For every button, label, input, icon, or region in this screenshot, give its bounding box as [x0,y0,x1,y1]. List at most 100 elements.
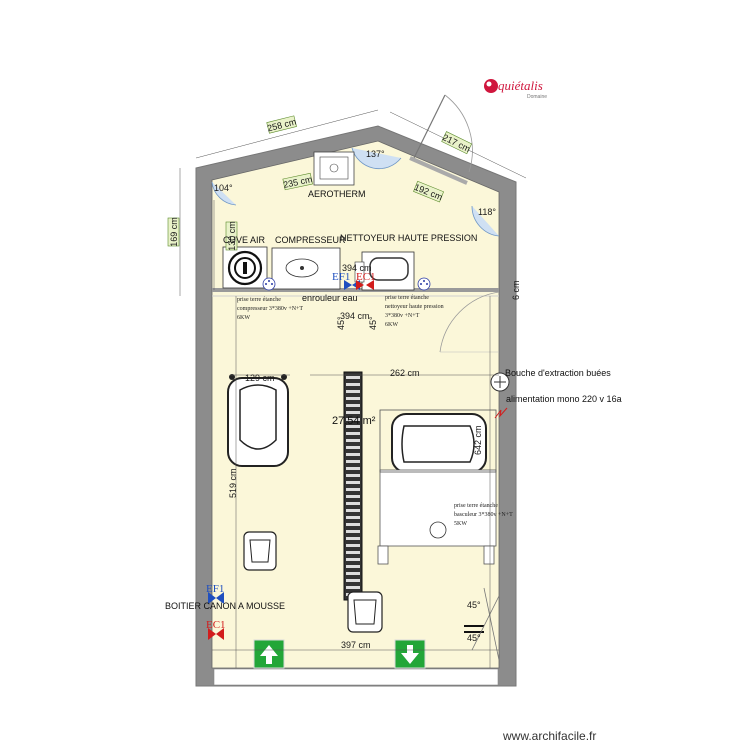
angle-markers [211,147,500,237]
svg-text:prise terre étanche: prise terre étanche [454,503,498,509]
ef1-bottom-label: EF1 [206,583,224,595]
socket-text-2: prise terre étanche nettoyeur haute pres… [385,295,444,328]
conveyor-chain [343,371,363,601]
quietalis-logo: quiétalis Domaine [484,78,547,100]
chain-link [346,488,360,491]
socket-text-3: prise terre étanche basculeur 3*380v +N+… [454,503,513,527]
chain-link [346,537,360,540]
chain-link [346,411,360,414]
dim-394-top: 394 cm [342,263,372,273]
small-seat-bottom [347,591,383,633]
chain-link [346,432,360,435]
electric-bolt-icon [494,407,508,419]
watermark-text: www.archifacile.fr [502,729,596,743]
svg-text:prise terre étanche: prise terre étanche [385,295,429,301]
dim-6: 6 cm [511,280,521,300]
dimension-lines [179,109,527,668]
angle-45-c: 45° [467,600,481,610]
dim-169: 169 cm [167,217,180,247]
chain-link [346,481,360,484]
dim-262: 262 cm [390,368,420,378]
svg-text:258 cm: 258 cm [266,117,297,134]
svg-text:5KW: 5KW [454,521,467,527]
chain-link [346,509,360,512]
svg-text:basculeur 3*380v +N+T: basculeur 3*380v +N+T [454,512,513,518]
svg-text:compresseur 3*380v +N+T: compresseur 3*380v +N+T [237,306,303,312]
tub-right [391,413,487,473]
small-seat-left [243,531,277,571]
door-right-side [439,291,500,353]
svg-text:prise terre étanche: prise terre étanche [237,297,281,303]
chain-link [346,446,360,449]
nettoyeur-unit [354,251,415,291]
chain-link [346,383,360,386]
extraction-vent-icon [490,372,510,392]
chain-link [346,474,360,477]
svg-text:6KW: 6KW [385,322,398,328]
chain-link [346,376,360,379]
dim-217: 217 cm [441,131,473,155]
cuve-air-tank [222,246,268,289]
cuve-air-label: CUVE AIR [223,235,266,245]
dim-129: 129 cm [245,373,275,383]
socket-text-1: prise terre étanche compresseur 3*380v +… [237,297,303,321]
chain-link [346,502,360,505]
dim-519: 519 cm [228,468,238,498]
chain-link [346,439,360,442]
chain-link [346,467,360,470]
ef1-top-label: EF1 [332,271,350,283]
ec1-bottom-label: EC1 [206,619,226,631]
svg-text:quiétalis: quiétalis [498,78,543,93]
chain-link [346,579,360,582]
dim-235: 235 cm [282,172,313,191]
compresseur-label: COMPRESSEUR [275,235,346,245]
aerotherm-label: AEROTHERM [308,189,366,199]
dim-394-bottom: 394 cm [340,311,370,321]
chain-link [346,390,360,393]
chain-link [346,572,360,575]
angle-45-b: 45° [368,316,378,330]
exit-sign-down [394,639,426,669]
room-area: 27,54 m² [332,415,376,427]
svg-text:Domaine: Domaine [527,94,547,100]
door-top-right [409,94,473,185]
aerotherm-unit [313,151,355,186]
chain-link [346,523,360,526]
angle-137: 137° [366,149,385,159]
chain-link [346,453,360,456]
angle-104: 104° [214,183,233,193]
extraction-label: Bouche d'extraction buées [505,368,611,378]
angle-45-a: 45° [336,316,346,330]
chain-link [346,586,360,589]
basculeur-frame [377,409,497,565]
enrouleur-label: enrouleur eau [302,293,358,303]
ec1-top-label: EC1 [356,271,376,283]
dim-642: 642 cm [473,425,483,455]
svg-text:130 cm: 130 cm [227,221,237,251]
dim-397: 397 cm [341,640,371,650]
chain-link [346,530,360,533]
dim-130: 130 cm [225,221,238,251]
svg-text:nettoyeur haute pression: nettoyeur haute pression [385,304,444,310]
chain-link [346,544,360,547]
chain-link [346,460,360,463]
chain-link [346,558,360,561]
chain-link [346,516,360,519]
chain-link [346,397,360,400]
chain-link [346,404,360,407]
tub-left [227,374,289,467]
svg-text:6KW: 6KW [237,315,250,321]
svg-text:169 cm: 169 cm [169,217,179,247]
nettoyeur-label: NETTOYEUR HAUTE PRESSION [340,233,477,243]
alimentation-label: alimentation mono 220 v 16a [506,394,622,404]
exit-sign-up [253,639,285,669]
chain-link [346,425,360,428]
valves-top [344,280,374,290]
chain-link [346,551,360,554]
boitier-label: BOITIER CANON A MOUSSE [165,601,285,611]
svg-text:3*380v +N+T: 3*380v +N+T [385,313,420,319]
chain-link [346,418,360,421]
chain-link [346,565,360,568]
compresseur-unit [271,247,341,290]
